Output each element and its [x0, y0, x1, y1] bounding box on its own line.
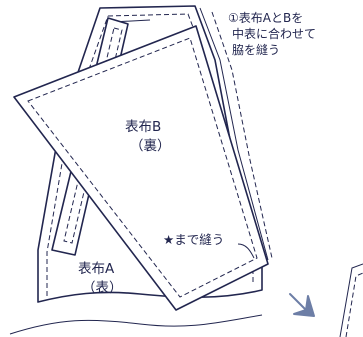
stitch-note-leader [237, 243, 255, 259]
piece-a-label: 表布A [78, 261, 115, 277]
piece-b-label: 表布B [125, 119, 161, 135]
piece-a-side-label: （表） [82, 280, 123, 296]
next-step-arrow [289, 293, 315, 317]
piece-layer-edges [199, 7, 273, 261]
fabric-bottom-edge [9, 314, 263, 335]
stitch-until-star-note: ★まで縫う [163, 232, 224, 247]
piece-b [13, 25, 269, 311]
step-instruction-line2: 中表に合わせて [232, 26, 316, 41]
piece-b-side-label: （裏） [130, 138, 171, 154]
step-instruction-line1: ①表布AとBを [228, 11, 303, 25]
next-step-piece [339, 263, 363, 337]
step-instruction-line3: 脇を縫う [232, 42, 280, 57]
